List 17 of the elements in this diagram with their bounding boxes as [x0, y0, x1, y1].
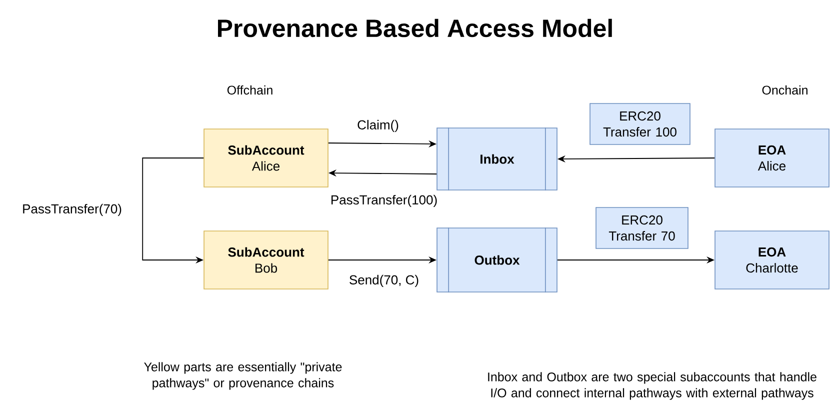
section-label: Offchain — [227, 85, 272, 95]
note-box: ERC20 Transfer 70 — [596, 207, 688, 249]
account-box: EOA Alice — [714, 128, 830, 188]
process-box: Outbox — [436, 227, 558, 293]
account-box: SubAccount Alice — [204, 128, 328, 188]
edge-label: Send(70, C) — [348, 274, 420, 288]
note-text: Yellow parts are essentially "private pathways" or provenance chains — [144, 362, 342, 390]
section-label: Onchain — [762, 85, 808, 95]
process-box: Inbox — [436, 127, 558, 191]
edge-label: PassTransfer(100) — [329, 194, 439, 208]
account-box: EOA Charlotte — [714, 230, 830, 290]
edge-label: Claim() — [356, 118, 400, 134]
note-box: ERC20 Transfer 100 — [590, 103, 690, 145]
note-text: Inbox and Outbox are two special subaccounts that handle I/O and connect internal pathways with external pathways — [488, 372, 816, 400]
edge-label: PassTransfer(70) — [21, 202, 123, 218]
account-box: SubAccount Bob — [204, 230, 328, 290]
title: Provenance Based Access Model — [218, 18, 612, 38]
